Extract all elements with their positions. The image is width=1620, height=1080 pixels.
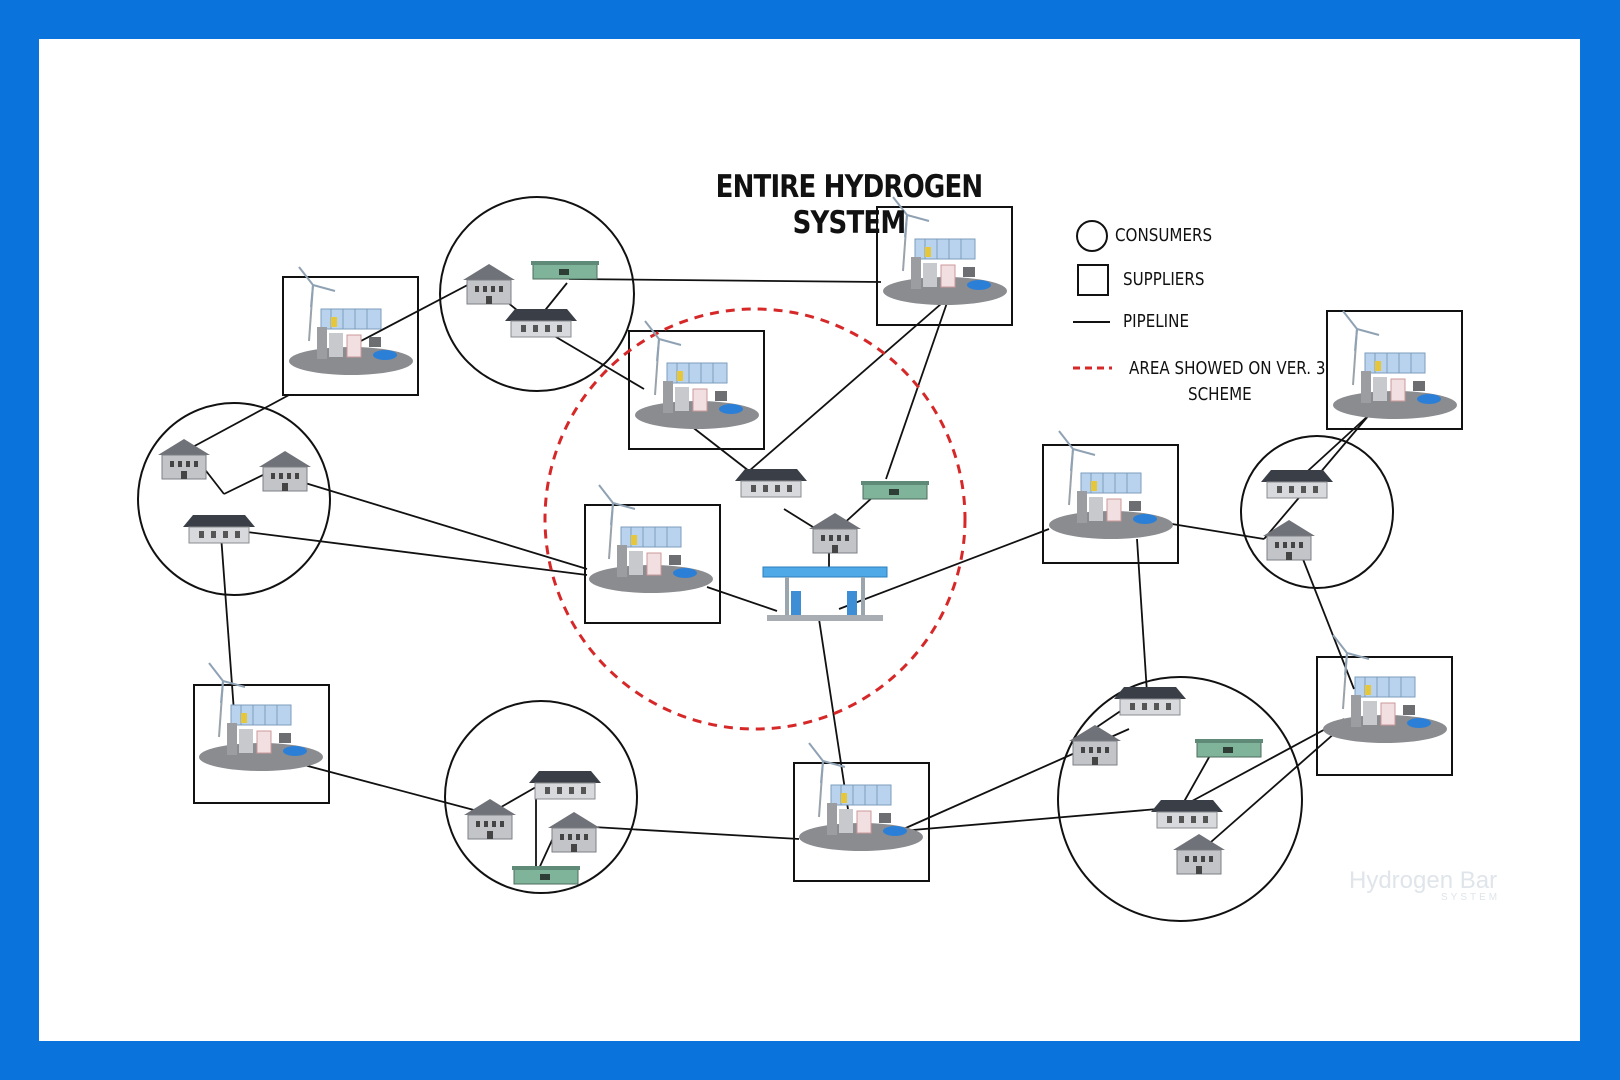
diagram-canvas: ENTIRE HYDROGEN SYSTEM CONSUMERS SUPPLIE… <box>39 39 1580 1041</box>
watermark-logo-subtext: SYSTEM <box>1441 892 1500 903</box>
legend-suppliers-label: SUPPLIERS <box>1123 269 1204 290</box>
ver3-area-boundary <box>545 309 965 729</box>
page-title: ENTIRE HYDROGEN SYSTEM <box>664 169 1034 241</box>
legend-area-label-line2: SCHEME <box>1188 384 1252 405</box>
legend-consumers-label: CONSUMERS <box>1115 225 1212 246</box>
hydrogen-fuel-station-icon <box>763 567 887 621</box>
legend-consumer-symbol <box>1077 221 1107 251</box>
legend-pipeline-label: PIPELINE <box>1123 311 1189 332</box>
legend-symbols <box>1073 221 1112 368</box>
watermark-logo-text: Hydrogen Bar <box>1349 867 1497 895</box>
legend-area-label-line1: AREA SHOWED ON VER. 3 <box>1129 358 1325 379</box>
legend-supplier-symbol <box>1078 265 1108 295</box>
